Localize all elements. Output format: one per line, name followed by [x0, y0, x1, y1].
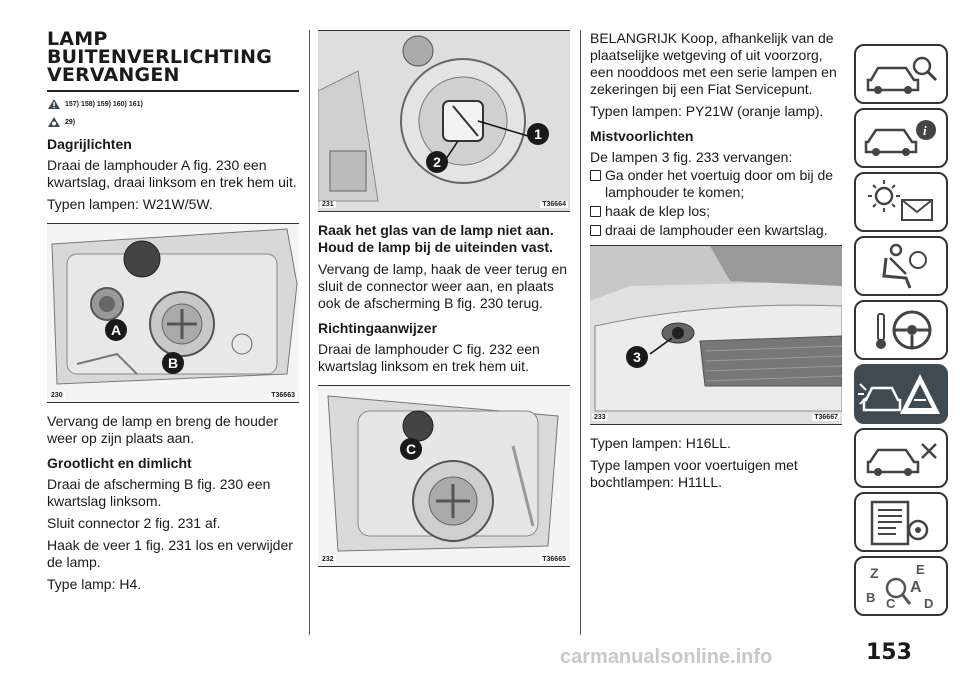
caution-triangle-icon: [48, 117, 60, 127]
checkbox-bullet-icon: [590, 170, 601, 181]
paragraph: Draai de lamphouder A fig. 230 een kwart…: [47, 157, 297, 190]
seat-airbag-icon: [882, 243, 927, 289]
svg-text:E: E: [916, 562, 925, 577]
chapter-tab-index[interactable]: Z E B C A D: [854, 556, 948, 616]
callout-1: 1: [527, 123, 549, 145]
title-line-1: LAMP: [47, 28, 108, 50]
page-title: LAMP BUITENVERLICHTING VERVANGEN: [47, 28, 299, 86]
car-service-icon: [866, 443, 937, 476]
bullet-text: draai de lamphouder een kwartslag.: [605, 222, 828, 238]
paragraph: BELANGRIJK Koop, afhankelijk van de plaa…: [590, 30, 837, 97]
heading-richtingaanwijzer: Richtingaanwijzer: [318, 320, 438, 336]
paragraph: Typen lampen: PY21W (oranje lamp).: [590, 103, 824, 119]
svg-text:D: D: [924, 596, 933, 611]
heading-dagrijlichten: Dagrijlichten: [47, 136, 132, 152]
svg-text:i: i: [923, 123, 927, 138]
car-info-icon: i: [864, 120, 936, 156]
paragraph: Sluit connector 2 fig. 231 af.: [47, 515, 221, 531]
bullet-text: haak de klep los;: [605, 203, 711, 219]
heading-grootlicht: Grootlicht en dimlicht: [47, 455, 192, 471]
title-line-3: VERVANGEN: [47, 64, 180, 86]
figure-231: 1 2 231 T36664: [318, 30, 570, 212]
chapter-tab-car-info[interactable]: i: [854, 108, 948, 168]
warning-ref-2: 29): [47, 116, 299, 128]
bold-note: Raak het glas van de lamp niet aan. Houd…: [318, 222, 554, 255]
bumper-foglamp-illustration: [590, 246, 842, 424]
car-search-icon: [866, 56, 938, 94]
bullet-item: haak de klep los;: [590, 203, 842, 220]
warning-ref-text: 157) 158) 159) 160) 161): [65, 100, 143, 108]
callout-2: 2: [426, 151, 448, 173]
figure-233: 3 233 T36667: [590, 245, 842, 425]
steering-key-icon: [876, 310, 932, 350]
figure-number: 233: [592, 414, 608, 421]
chapter-tab-warning-lights[interactable]: [854, 172, 948, 232]
paragraph: Vervang de lamp en breng de houder weer …: [47, 413, 279, 446]
column-2: 1 2 231 T36664 Raak het glas van de lamp…: [318, 30, 570, 577]
paragraph: Typen lampen: W21W/5W.: [47, 196, 213, 212]
indicator-illustration: [327, 395, 559, 552]
figure-code: T36665: [540, 556, 568, 563]
title-divider: [47, 90, 299, 92]
chapter-tab-technical-data[interactable]: [854, 492, 948, 552]
warning-lights-icon: [868, 180, 933, 221]
headlamp-bulb-illustration: [318, 31, 570, 211]
chapter-tab-maintenance[interactable]: [854, 428, 948, 488]
warning-triangle-icon: [48, 99, 60, 109]
figure-number: 230: [49, 392, 65, 399]
headlamp-rear-illustration: [51, 228, 298, 385]
title-line-2: BUITENVERLICHTING: [47, 46, 273, 68]
bullet-item: Ga onder het voertuig door om bij de lam…: [590, 167, 842, 201]
paragraph: De lampen 3 fig. 233 vervangen:: [590, 149, 793, 165]
technical-data-icon: [870, 500, 929, 546]
paragraph: Typen lampen: H16LL.: [590, 435, 731, 451]
callout-b: B: [162, 352, 184, 374]
figure-code: T36664: [540, 201, 568, 208]
callout-3: 3: [626, 346, 648, 368]
column-divider: [309, 30, 310, 635]
figure-number: 231: [320, 201, 336, 208]
paragraph: Type lampen voor voertuigen met bochtlam…: [590, 457, 798, 490]
chapter-tab-starting-driving[interactable]: [854, 300, 948, 360]
figure-code: T36667: [812, 414, 840, 421]
svg-text:C: C: [886, 596, 896, 611]
figure-230: A B 230 T36663: [47, 223, 299, 403]
index-icon: Z E B C A D: [866, 562, 933, 611]
paragraph: Vervang de lamp, haak de veer terug en s…: [318, 261, 568, 311]
column-divider: [580, 30, 581, 635]
figure-number: 232: [320, 556, 336, 563]
svg-text:A: A: [910, 579, 922, 596]
page-number: 153: [866, 640, 912, 665]
figure-232: C 232 T36665: [318, 385, 570, 567]
paragraph: Haak de veer 1 fig. 231 los en verwijder…: [47, 537, 293, 570]
figure-code: T36663: [269, 392, 297, 399]
callout-c: C: [400, 438, 422, 460]
column-3: BELANGRIJK Koop, afhankelijk van de plaa…: [590, 30, 842, 496]
paragraph: Draai de afscherming B fig. 230 een kwar…: [47, 476, 271, 509]
warning-ref-1: 157) 158) 159) 160) 161): [47, 98, 299, 110]
column-1: LAMP BUITENVERLICHTING VERVANGEN 157) 15…: [47, 30, 299, 598]
checkbox-bullet-icon: [590, 225, 601, 236]
chapter-tab-car-search[interactable]: [854, 44, 948, 104]
checkbox-bullet-icon: [590, 206, 601, 217]
svg-text:B: B: [866, 590, 875, 605]
chapter-tab-safety[interactable]: [854, 236, 948, 296]
paragraph: Draai de lamphouder C fig. 232 een kwart…: [318, 341, 540, 374]
bullet-item: draai de lamphouder een kwartslag.: [590, 222, 842, 239]
breakdown-icon: [858, 374, 940, 414]
chapter-tab-emergency[interactable]: [854, 364, 948, 424]
bullet-text: Ga onder het voertuig door om bij de lam…: [605, 167, 834, 200]
svg-text:Z: Z: [870, 565, 879, 581]
warning-ref-text: 29): [65, 118, 76, 126]
callout-a: A: [105, 319, 127, 341]
watermark: carmanualsonline.info: [560, 646, 773, 668]
paragraph: Type lamp: H4.: [47, 576, 142, 592]
heading-mistvoorlichten: Mistvoorlichten: [590, 128, 694, 144]
